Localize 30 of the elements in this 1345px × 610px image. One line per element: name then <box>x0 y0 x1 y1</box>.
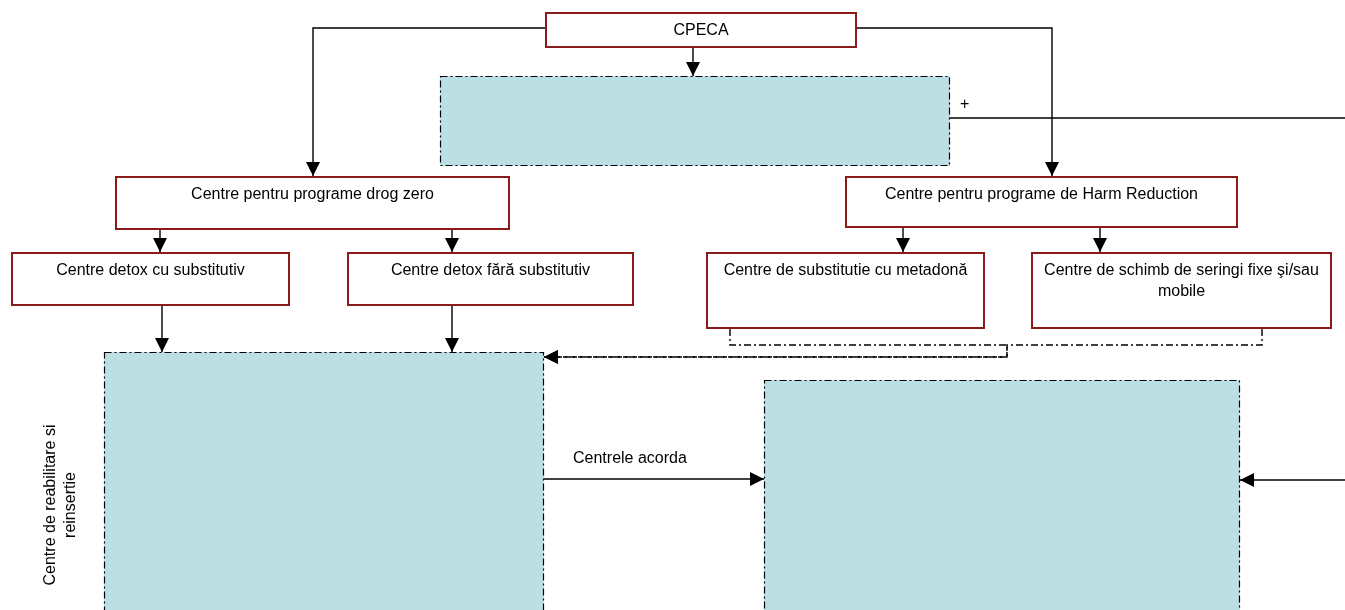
arrow <box>306 27 546 177</box>
node-text: Centre pentru programe de Harm Reduction <box>884 184 1198 204</box>
process-box <box>115 176 510 230</box>
process-box <box>11 252 290 306</box>
node-text: Centre de schimb de seringi fixe şi/sau mobile <box>1043 260 1320 301</box>
arrow <box>896 227 910 253</box>
node-text: Centre detox fără substitutiv <box>390 260 591 280</box>
process-box <box>347 252 634 306</box>
process-box <box>845 176 1238 228</box>
node-text: Centre de substitutie cu metadonă <box>723 260 968 280</box>
arrow <box>445 229 459 253</box>
node-text: CPECA <box>673 20 729 40</box>
process-box <box>545 12 857 48</box>
arrow <box>153 229 167 253</box>
arrow <box>155 305 169 353</box>
node-text: Centre pentru programe drog zero <box>191 184 434 204</box>
arrow <box>1239 473 1345 487</box>
arrow <box>856 27 1059 177</box>
arrow <box>1093 227 1107 253</box>
arrow <box>543 472 765 486</box>
arrow <box>445 305 459 353</box>
arrow <box>543 328 1263 364</box>
process-box <box>1031 252 1332 329</box>
dash-dot-panel <box>104 352 544 610</box>
process-box <box>706 252 985 329</box>
side-caption: Centre de reabilitare si reinsertie <box>40 423 79 588</box>
node-text: Centre detox cu substitutiv <box>56 260 245 280</box>
arrow <box>686 47 700 77</box>
dash-dot-panel <box>764 380 1240 610</box>
dash-dot-panel <box>440 76 950 166</box>
